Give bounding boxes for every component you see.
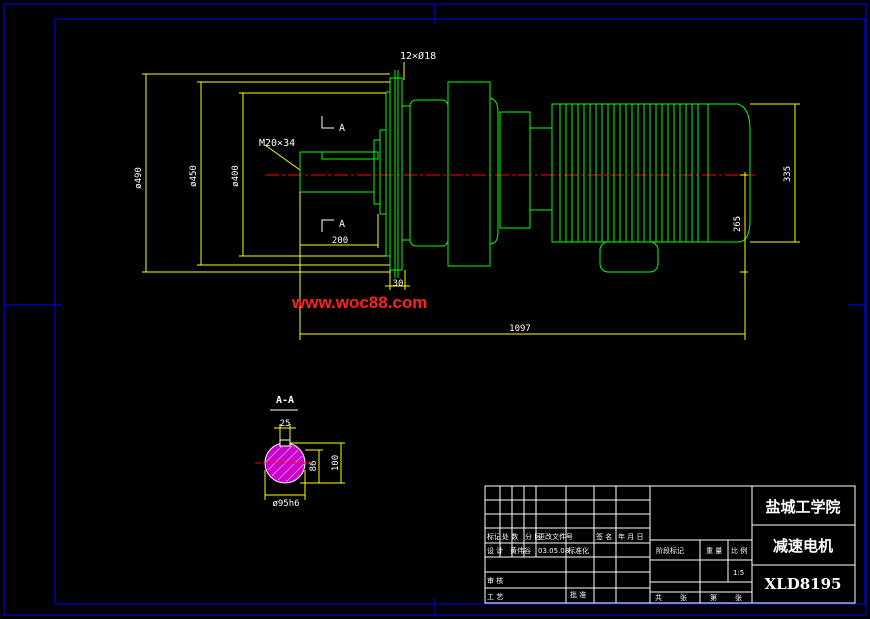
hdr-zone: 分 区: [525, 532, 541, 541]
title-block: [484, 485, 856, 604]
sheet-no-label: 第: [710, 593, 717, 602]
dim-d95: ø95h6: [272, 499, 299, 509]
dim-86: 86: [309, 461, 319, 472]
sheet-total-label: 共: [655, 593, 662, 602]
design-date: 03.05.08: [538, 547, 569, 555]
title-block-text: 盐城工学院 减速电机 XLD8195 标记 处 数 分 区 更改文件号 签 名 …: [487, 498, 841, 602]
review-label: 审 核: [487, 576, 503, 585]
hdr-change-doc: 更改文件号: [538, 532, 573, 541]
weight-label: 重 量: [706, 547, 722, 555]
section-view: A-A 25 86 100 ø95h6: [255, 395, 345, 509]
dim-d490: ø490: [134, 167, 144, 189]
dim-1097: 1097: [509, 324, 531, 334]
hdr-sign: 签 名: [596, 532, 612, 541]
drawing-number: XLD8195: [765, 575, 842, 593]
thread-callout: M20×34: [259, 138, 295, 149]
hdr-mark: 标记: [487, 532, 501, 541]
dim-100: 100: [331, 455, 341, 471]
dim-30: 30: [393, 279, 404, 289]
approve-label: 批 准: [570, 590, 586, 599]
inner-border: [54, 18, 866, 605]
sheet-total-unit: 张: [680, 593, 687, 602]
dimension-lines: [142, 62, 800, 340]
sheet-no-unit: 张: [735, 593, 742, 602]
school-name: 盐城工学院: [765, 498, 840, 516]
motor-body: [299, 70, 751, 278]
stage-label: 阶段标记: [656, 546, 684, 555]
dim-265: 265: [733, 216, 743, 232]
standardization-label: 标准化: [568, 546, 589, 555]
flange-hole-callout: 12×Ø18: [400, 50, 436, 62]
dim-200: 200: [332, 236, 348, 246]
designer-name: 黄伟谷: [510, 546, 531, 555]
cooling-fins: [559, 104, 699, 242]
scale-label: 比 例: [731, 546, 747, 555]
dim-d450: ø450: [189, 165, 199, 187]
outer-border: [3, 3, 867, 616]
scale-value: 1:5: [733, 569, 744, 577]
drawing-name: 减速电机: [773, 537, 833, 555]
dim-key-25: 25: [280, 419, 291, 429]
terminal-box: [599, 241, 659, 273]
hdr-count: 处 数: [502, 532, 518, 541]
section-markers: A A: [321, 116, 345, 232]
border-ticks: [4, 4, 866, 615]
watermark: www.woc88.com: [291, 293, 427, 312]
section-mark-bottom: A: [339, 219, 345, 230]
dim-335: 335: [783, 166, 793, 182]
dim-d400: ø400: [231, 165, 241, 187]
section-title: A-A: [276, 395, 294, 406]
design-label: 设 计: [487, 546, 503, 555]
process-label: 工 艺: [487, 593, 503, 601]
section-mark-top: A: [339, 123, 345, 134]
hdr-date: 年 月 日: [618, 532, 643, 541]
